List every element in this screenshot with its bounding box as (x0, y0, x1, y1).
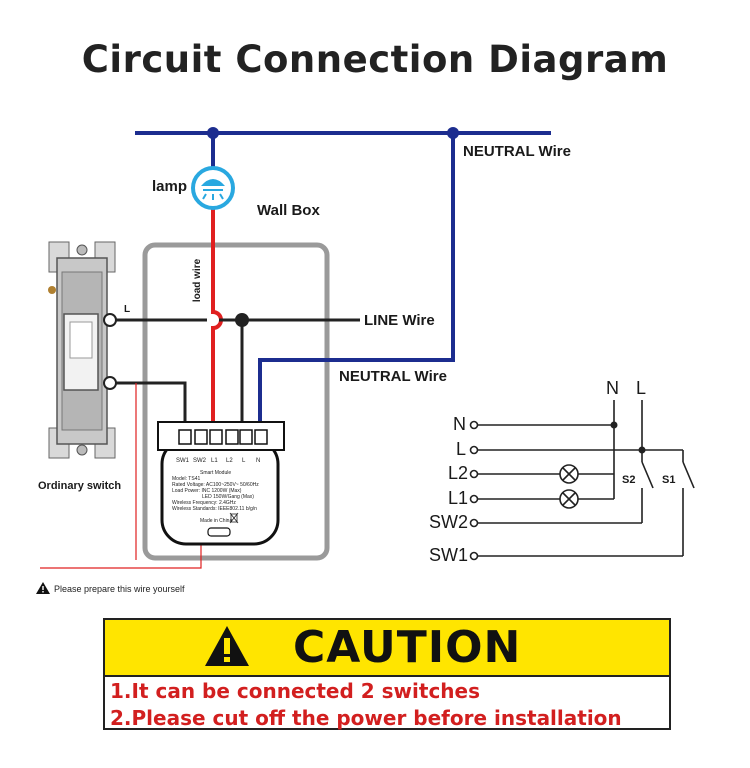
caution-heading: CAUTION (293, 622, 522, 673)
module-terminal-l: L (242, 458, 246, 464)
module-info-line: Smart Module (200, 470, 232, 476)
switch-l-label: L (124, 304, 131, 315)
module-terminal-l2: L2 (226, 458, 233, 464)
schematic-nodes (610, 421, 646, 454)
schematic-row-label: SW2 (428, 512, 468, 532)
lamp-icon (191, 166, 235, 210)
module-terminal-n: N (256, 458, 261, 464)
neutral-junction-right (447, 127, 459, 139)
module-info-line: Wireless Standards: IEEE802.11 b/g/n (172, 506, 257, 512)
bulb-icon (559, 464, 579, 509)
module-terminal-sw1: SW1 (176, 458, 190, 464)
warning-icon (205, 626, 249, 666)
schematic (474, 400, 695, 557)
neutral-junction-lamp (207, 127, 219, 139)
module-terminal-l1: L1 (211, 458, 218, 464)
page-title: Circuit Connection Diagram (81, 38, 669, 81)
caution-item: 1.It can be connected 2 switches (110, 679, 481, 703)
schematic-row-label: N (453, 414, 466, 434)
schematic-switch-s1: S1 (662, 474, 676, 486)
schematic-top-l: L (636, 378, 647, 398)
module-info-line: Rated Voltage: AC100~250V~ 50/60Hz (172, 482, 259, 488)
line-wire-label: LINE Wire (364, 312, 435, 329)
warning-icon-small (36, 582, 50, 594)
lamp-label: lamp (152, 178, 188, 195)
module-terminal-sw2: SW2 (193, 458, 207, 464)
schematic-row-label: SW1 (428, 545, 468, 565)
ordinary-switch-icon (48, 241, 117, 459)
schematic-row-label: L2 (447, 463, 468, 483)
module-info-line: Load Power: INC 1200W (Max) (172, 488, 242, 494)
schematic-row-label: L1 (447, 488, 468, 508)
schematic-top-n: N (606, 378, 619, 398)
wall-box-label: Wall Box (257, 202, 320, 219)
prepare-wire-note: Please prepare this wire yourself (54, 584, 185, 594)
bin-icon (229, 512, 239, 524)
line-junction (235, 313, 249, 327)
module-info-line: Model: TS41 (172, 476, 201, 482)
schematic-row-label: L (455, 439, 466, 459)
load-wire-label: load wire (192, 258, 204, 303)
neutral-wire-top-label: NEUTRAL Wire (463, 143, 571, 160)
module-info-line: LED 150W/Gang (Max) (202, 494, 254, 500)
neutral-wire-mid-label: NEUTRAL Wire (339, 368, 447, 385)
caution-header: CAUTION (105, 620, 669, 677)
schematic-switch-s2: S2 (622, 474, 636, 486)
caution-box: CAUTION 1.It can be connected 2 switches… (103, 618, 671, 730)
module-info-line: Wireless Frequency: 2.4GHz (172, 500, 236, 506)
ordinary-switch-label: Ordinary switch (38, 480, 122, 492)
caution-item: 2.Please cut off the power before instal… (110, 706, 622, 730)
schematic-terminals (469, 420, 479, 561)
module-info-line: Made in China (200, 518, 233, 524)
smart-module (157, 421, 285, 546)
